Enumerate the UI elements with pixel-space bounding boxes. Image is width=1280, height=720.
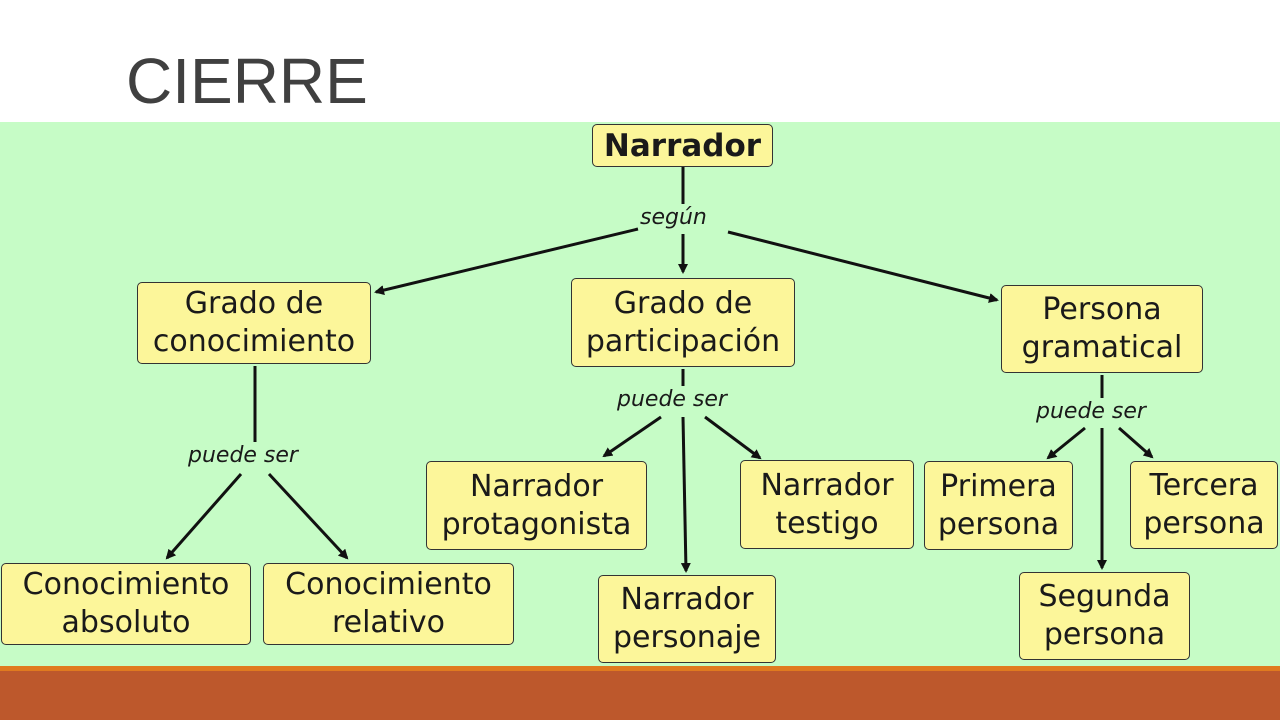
connector-to-conocimiento-relativo xyxy=(267,472,349,560)
node-segunda-persona: Segunda persona xyxy=(1019,572,1190,660)
node-narrador-root: Narrador xyxy=(592,124,773,167)
connector-to-narrador-personaje xyxy=(680,416,691,573)
node-primera-persona: Primera persona xyxy=(924,461,1073,550)
connector-to-tercera-persona xyxy=(1118,426,1154,459)
connector-segun-conocimiento xyxy=(374,227,639,295)
node-conocimiento-relativo: Conocimiento relativo xyxy=(263,563,514,645)
link-label-segun: según xyxy=(640,205,707,230)
connector-to-conocimiento-absoluto xyxy=(165,473,243,560)
node-persona-gramatical: Persona gramatical xyxy=(1001,285,1203,373)
node-conocimiento-absoluto: Conocimiento absoluto xyxy=(1,563,251,645)
slide-title: CIERRE xyxy=(126,45,368,117)
node-grado-de-conocimiento: Grado de conocimiento xyxy=(137,282,371,364)
node-narrador-protagonista: Narrador protagonista xyxy=(426,461,647,550)
node-tercera-persona: Tercera persona xyxy=(1130,461,1278,549)
connector-segun-persona xyxy=(727,230,999,303)
link-label-puede-ser-participacion: puede ser xyxy=(617,387,727,412)
connector-to-narrador-protagonista xyxy=(602,415,662,458)
footer-accent-line xyxy=(0,666,1280,671)
node-narrador-personaje: Narrador personaje xyxy=(598,575,776,663)
link-label-puede-ser-persona: puede ser xyxy=(1036,399,1146,424)
node-narrador-testigo: Narrador testigo xyxy=(740,460,914,549)
connector-to-primera-persona xyxy=(1046,426,1086,460)
link-label-puede-ser-conocimiento: puede ser xyxy=(188,443,298,468)
connector-to-narrador-testigo xyxy=(704,415,762,460)
footer-bar xyxy=(0,671,1280,720)
node-grado-de-participacion: Grado de participación xyxy=(571,278,795,367)
